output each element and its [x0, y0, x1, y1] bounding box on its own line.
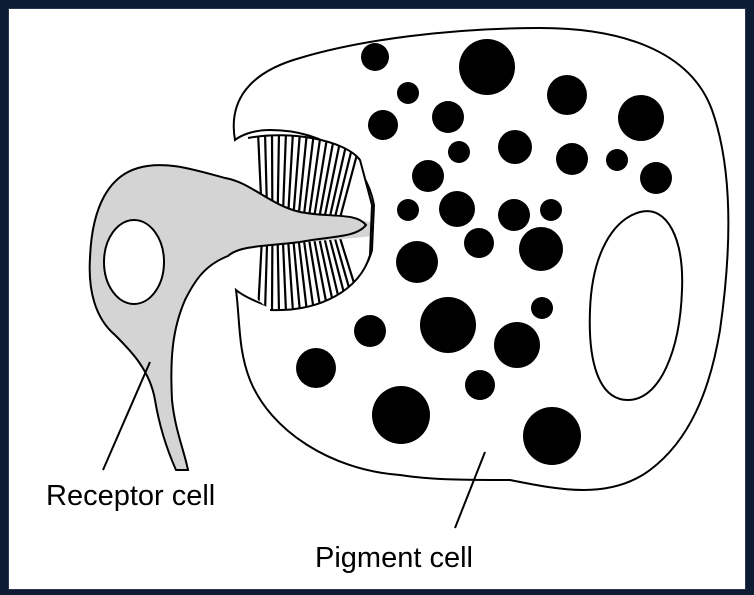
pigment-granule — [498, 130, 532, 164]
pigment-granule — [498, 199, 530, 231]
pigment-granule — [432, 101, 464, 133]
pigment-granule — [412, 160, 444, 192]
pigment-granule — [523, 407, 581, 465]
pigment-granule — [494, 322, 540, 368]
pigment-granule — [354, 315, 386, 347]
pigment-granule — [439, 191, 475, 227]
pigment-granule — [372, 386, 430, 444]
pigment-granule — [459, 39, 515, 95]
receptor-cell-label: Receptor cell — [46, 480, 215, 512]
pigment-granule — [618, 95, 664, 141]
pigment-granule — [361, 43, 389, 71]
receptor-leader-line — [103, 362, 150, 470]
pigment-granule — [420, 297, 476, 353]
pigment-granule — [547, 75, 587, 115]
pigment-granule — [464, 228, 494, 258]
pigment-granule — [465, 370, 495, 400]
pigment-granule — [448, 141, 470, 163]
pigment-granule — [519, 227, 563, 271]
pigment-granule — [368, 110, 398, 140]
pigment-granule — [397, 82, 419, 104]
microvillus — [278, 238, 279, 312]
pigment-granule — [606, 149, 628, 171]
pigment-granule — [640, 162, 672, 194]
pigment-granule — [396, 241, 438, 283]
pigment-granule — [296, 348, 336, 388]
pigment-granule — [397, 199, 419, 221]
receptor-cell-nucleus — [104, 220, 164, 304]
pigment-granule — [556, 143, 588, 175]
pigment-granule — [540, 199, 562, 221]
pigment-granule — [531, 297, 553, 319]
pigment-cell-label: Pigment cell — [315, 542, 473, 574]
